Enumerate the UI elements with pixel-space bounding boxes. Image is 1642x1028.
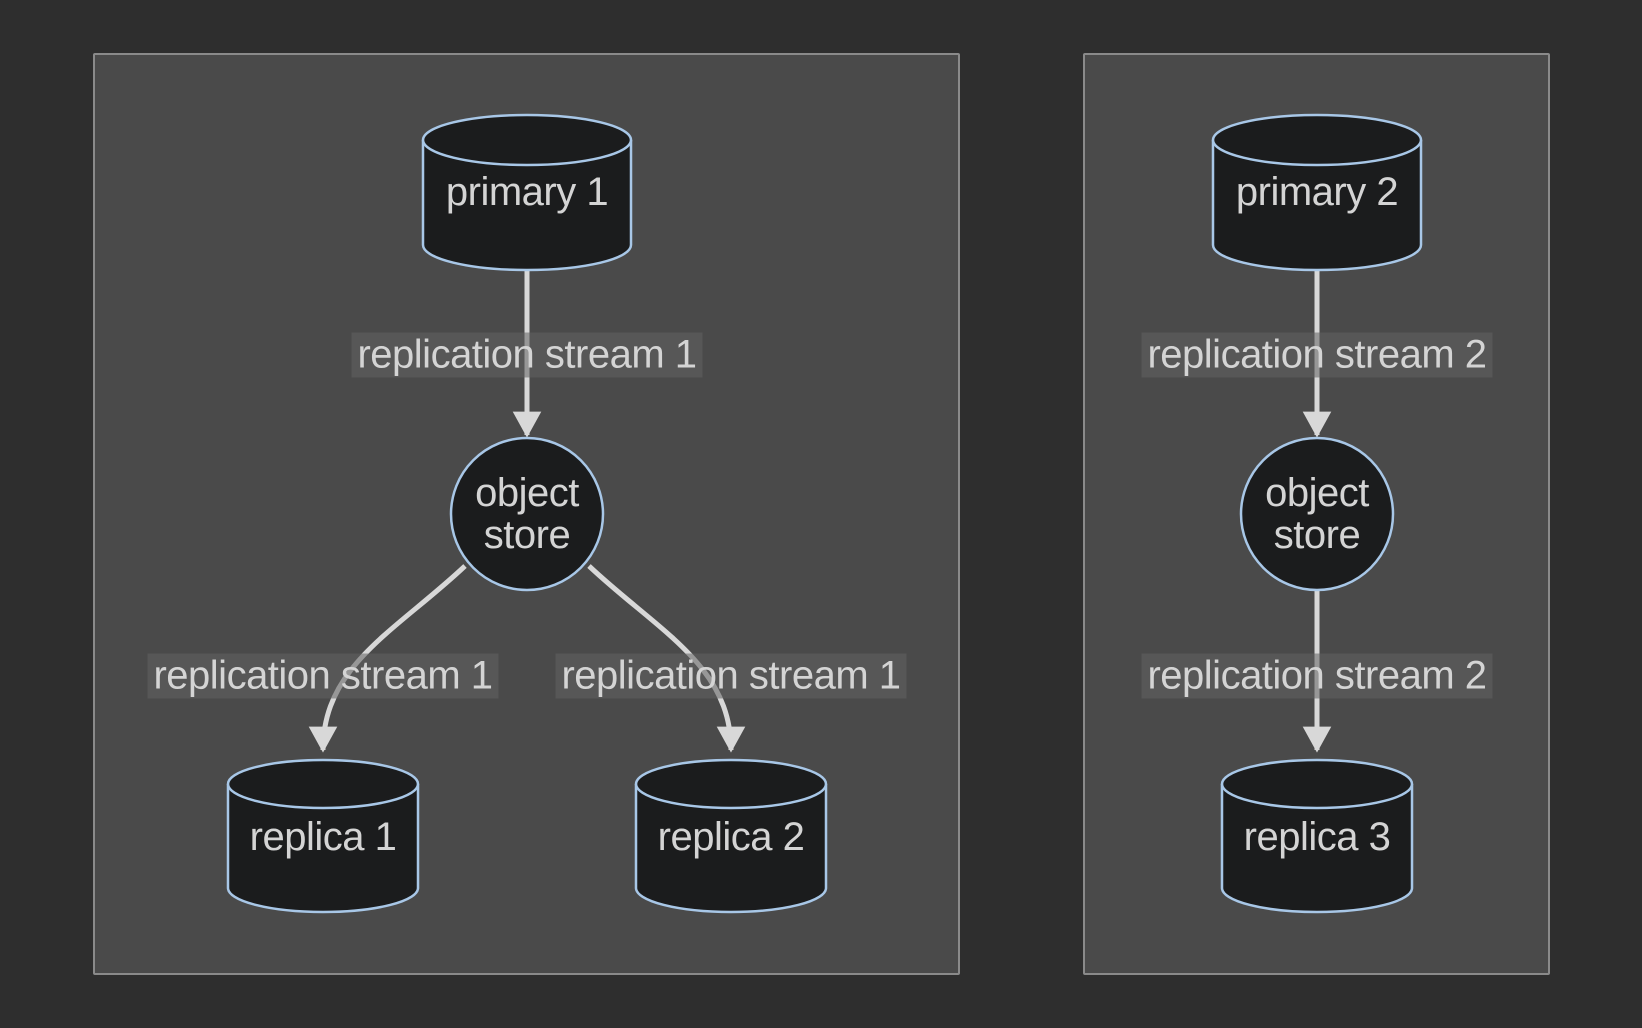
object-store-1-label: object store (475, 472, 579, 556)
edge-label-store-to-replica1: replication stream 1 (147, 653, 499, 699)
object-store-2-label: object store (1265, 472, 1369, 556)
object-store-2-label-line1: object (1265, 471, 1369, 515)
object-store-1-label-line2: store (483, 513, 571, 557)
primary-2-label: primary 2 (1235, 170, 1399, 214)
edge-label-primary2-to-store: replication stream 2 (1141, 332, 1493, 378)
object-store-2-label-line2: store (1273, 513, 1361, 557)
replica-2-label: replica 2 (657, 815, 805, 859)
primary-1-label: primary 1 (445, 170, 609, 214)
edge-label-store-to-replica2: replication stream 1 (555, 653, 907, 699)
edge-label-primary1-to-store: replication stream 1 (351, 332, 703, 378)
replica-3-label: replica 3 (1243, 815, 1391, 859)
edge-label-store-to-replica3: replication stream 2 (1141, 653, 1493, 699)
object-store-1-label-line1: object (475, 471, 579, 515)
replica-1-label: replica 1 (249, 815, 397, 859)
